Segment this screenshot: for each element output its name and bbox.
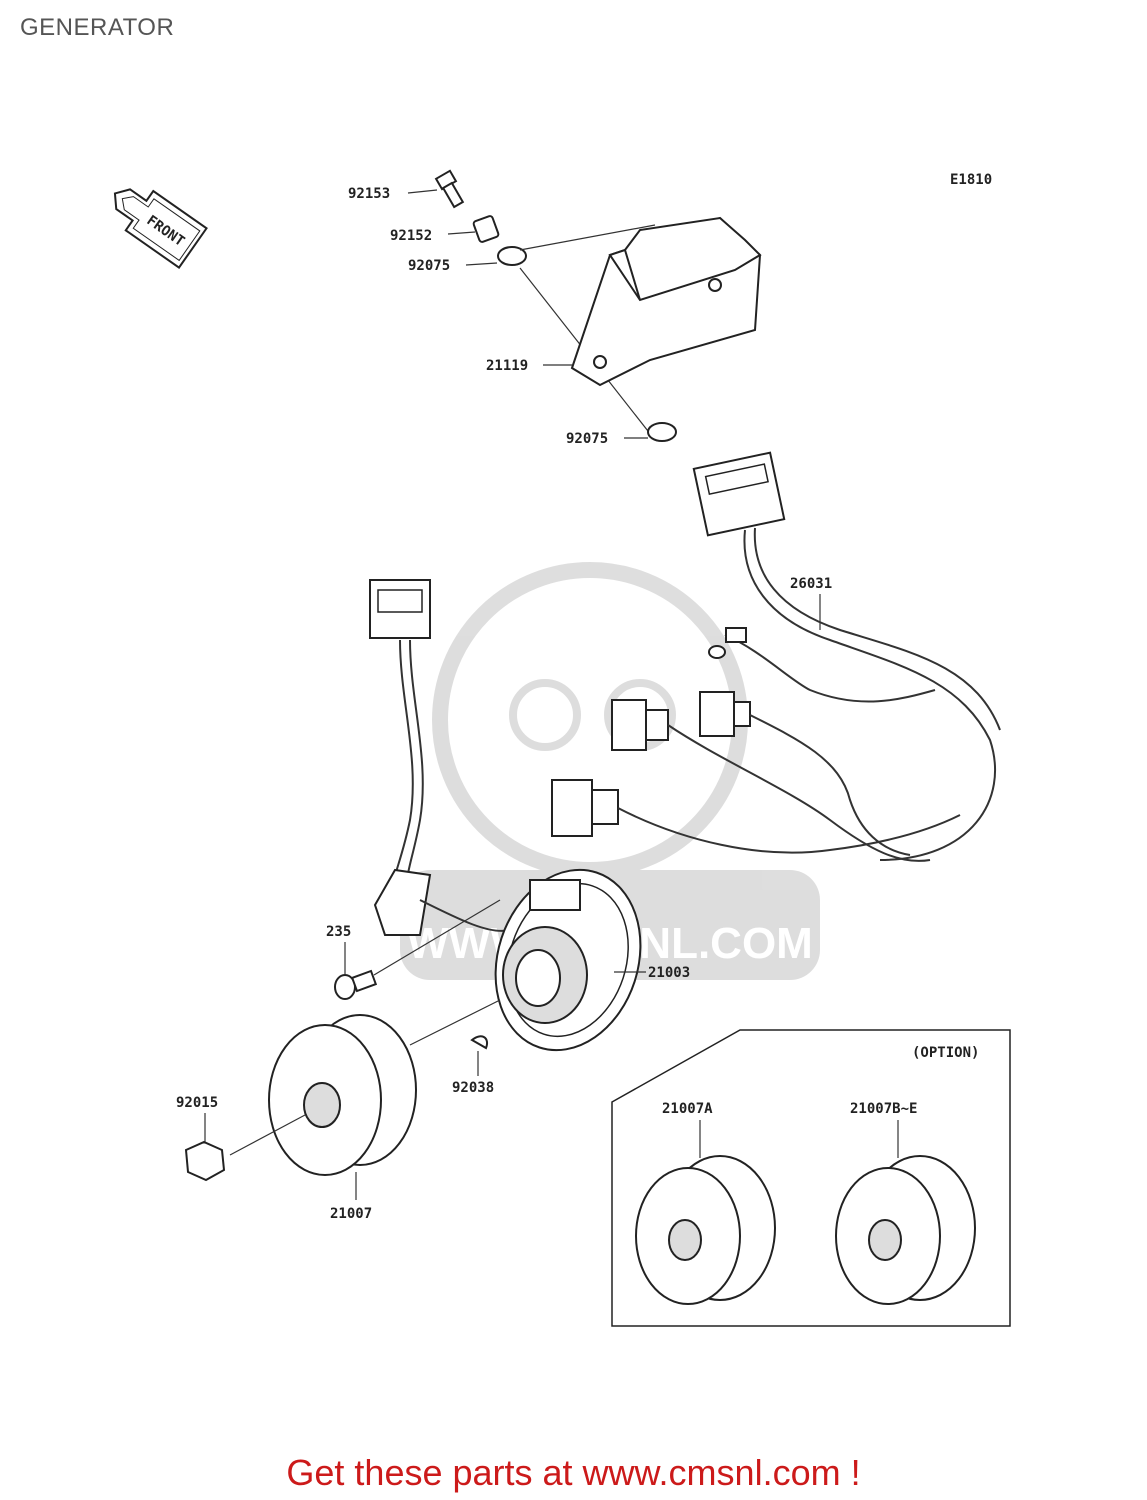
part-92153-bolt <box>434 169 465 209</box>
label-92075-top: 92075 <box>408 258 450 274</box>
label-26031: 26031 <box>790 576 832 592</box>
part-21007B-E-rotor <box>835 1155 976 1305</box>
option-box: (OPTION) 21007A 21007B~E <box>611 1029 1011 1327</box>
leader-92153 <box>407 189 438 194</box>
label-92015: 92015 <box>176 1095 218 1111</box>
label-21007: 21007 <box>330 1206 372 1222</box>
label-21007B-E: 21007B~E <box>850 1101 917 1117</box>
option-label: (OPTION) <box>912 1045 979 1061</box>
part-92038-key <box>470 1035 488 1050</box>
front-arrow-icon: FRONT <box>113 188 208 269</box>
page-title: GENERATOR <box>20 14 175 41</box>
label-92153: 92153 <box>348 186 390 202</box>
part-235-screw <box>334 899 501 1000</box>
label-235: 235 <box>326 924 351 940</box>
label-21007A: 21007A <box>662 1101 713 1117</box>
part-92015-nut <box>184 1140 226 1182</box>
part-21003-stator <box>494 868 642 1052</box>
label-92075-bottom: 92075 <box>566 431 608 447</box>
label-21119: 21119 <box>486 358 528 374</box>
part-21007-rotor <box>229 999 501 1176</box>
label-92038: 92038 <box>452 1080 494 1096</box>
footer-link[interactable]: Get these parts at www.cmsnl.com ! <box>286 1452 861 1493</box>
part-21119-regulator <box>519 216 762 441</box>
part-26031-harness <box>369 451 1001 936</box>
label-92152: 92152 <box>390 228 432 244</box>
part-92075-grommet-bottom <box>647 422 677 442</box>
leader-92075-top <box>465 262 498 266</box>
part-92152-collar <box>472 215 500 243</box>
leader-92152 <box>447 231 476 235</box>
part-21007A-rotor <box>635 1155 776 1305</box>
ref-code: E1810 <box>950 172 992 188</box>
part-92075-grommet-top <box>497 246 527 266</box>
label-21003: 21003 <box>648 965 690 981</box>
